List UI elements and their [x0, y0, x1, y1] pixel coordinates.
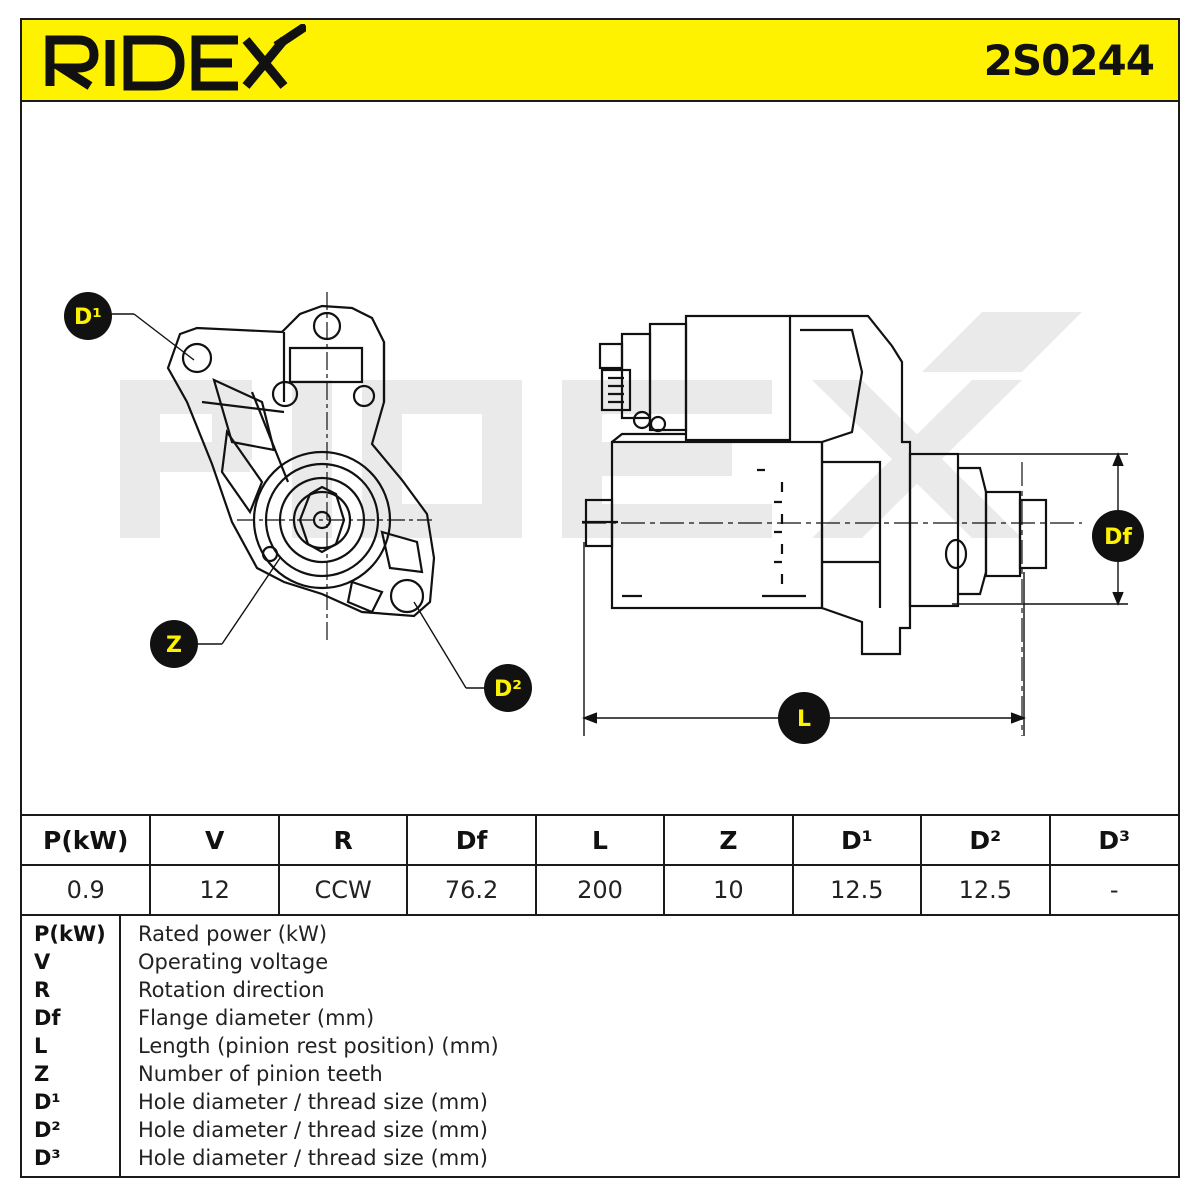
badge-d2: D² [484, 664, 532, 712]
legend-row: L Length (pinion rest position) (mm) [22, 1034, 1178, 1062]
product-sheet: 2S0244 [20, 18, 1180, 1178]
legend: P(kW) Rated power (kW) V Operating volta… [22, 916, 1178, 1176]
specs-value-cell: 12 [149, 864, 280, 916]
specs-header-cell: D² [920, 814, 1051, 866]
specs-value-cell: 10 [663, 864, 794, 916]
specs-header-row: P(kW) V R Df L Z D¹ D² D³ [22, 814, 1178, 866]
legend-code: L [34, 1034, 48, 1058]
specs-header-cell: P(kW) [22, 814, 152, 866]
specs-header-cell: L [534, 814, 666, 866]
specs-value-cell: 0.9 [22, 864, 152, 916]
legend-code: Z [34, 1062, 50, 1086]
legend-row: V Operating voltage [22, 950, 1178, 978]
specs-header-cell: D¹ [791, 814, 923, 866]
ridex-logo [45, 24, 306, 91]
legend-code: R [34, 978, 51, 1002]
specs-value-cell: 76.2 [406, 864, 537, 916]
legend-desc: Hole diameter / thread size (mm) [138, 1118, 488, 1142]
badge-z: Z [150, 620, 198, 668]
legend-code: P(kW) [34, 922, 106, 946]
specs-value-cell: 12.5 [920, 864, 1051, 916]
legend-desc: Number of pinion teeth [138, 1062, 383, 1086]
legend-code: D¹ [34, 1090, 61, 1114]
side-view [582, 314, 1048, 656]
badge-df-label: Df [1104, 525, 1132, 550]
header-bar: 2S0244 [22, 20, 1178, 102]
badge-l: L [778, 692, 830, 744]
specs-value-cell: 12.5 [791, 864, 923, 916]
specs-table: P(kW) V R Df L Z D¹ D² D³ 0.9 12 CCW 76.… [22, 814, 1178, 916]
badge-z-label: Z [166, 633, 182, 658]
legend-row: R Rotation direction [22, 978, 1178, 1006]
specs-header-cell: Df [406, 814, 537, 866]
starter-motor-drawing: D¹ Z D² Df L [64, 292, 1144, 744]
specs-header-cell: R [277, 814, 409, 866]
specs-header-cell: V [149, 814, 280, 866]
specs-value-cell: - [1048, 864, 1178, 916]
legend-code: V [34, 950, 51, 974]
legend-desc: Length (pinion rest position) (mm) [138, 1034, 499, 1058]
legend-code: Df [34, 1006, 61, 1030]
specs-value-row: 0.9 12 CCW 76.2 200 10 12.5 12.5 - [22, 864, 1178, 916]
legend-row: D¹ Hole diameter / thread size (mm) [22, 1090, 1178, 1118]
technical-drawing: D¹ Z D² Df L [22, 102, 1178, 814]
badge-d1-label: D¹ [74, 305, 102, 330]
legend-row: Z Number of pinion teeth [22, 1062, 1178, 1090]
part-number: 2S0244 [983, 36, 1155, 85]
legend-desc: Flange diameter (mm) [138, 1006, 375, 1030]
legend-row: P(kW) Rated power (kW) [22, 922, 1178, 950]
legend-desc: Hole diameter / thread size (mm) [138, 1146, 488, 1170]
legend-desc: Operating voltage [138, 950, 329, 974]
legend-row: D³ Hole diameter / thread size (mm) [22, 1146, 1178, 1174]
legend-row: D² Hole diameter / thread size (mm) [22, 1118, 1178, 1146]
specs-header-cell: Z [663, 814, 794, 866]
badge-l-label: L [797, 707, 811, 732]
legend-divider [119, 916, 121, 1176]
watermark-logo [120, 312, 1082, 538]
legend-desc: Rated power (kW) [138, 922, 328, 946]
specs-value-cell: 200 [534, 864, 666, 916]
badge-d1: D¹ [64, 292, 112, 340]
specs-header-cell: D³ [1048, 814, 1178, 866]
legend-desc: Hole diameter / thread size (mm) [138, 1090, 488, 1114]
specs-value-cell: CCW [277, 864, 409, 916]
legend-code: D³ [34, 1146, 61, 1170]
legend-row: Df Flange diameter (mm) [22, 1006, 1178, 1034]
badge-df: Df [1092, 510, 1144, 562]
legend-code: D² [34, 1118, 61, 1142]
legend-desc: Rotation direction [138, 978, 325, 1002]
badge-d2-label: D² [494, 677, 522, 702]
